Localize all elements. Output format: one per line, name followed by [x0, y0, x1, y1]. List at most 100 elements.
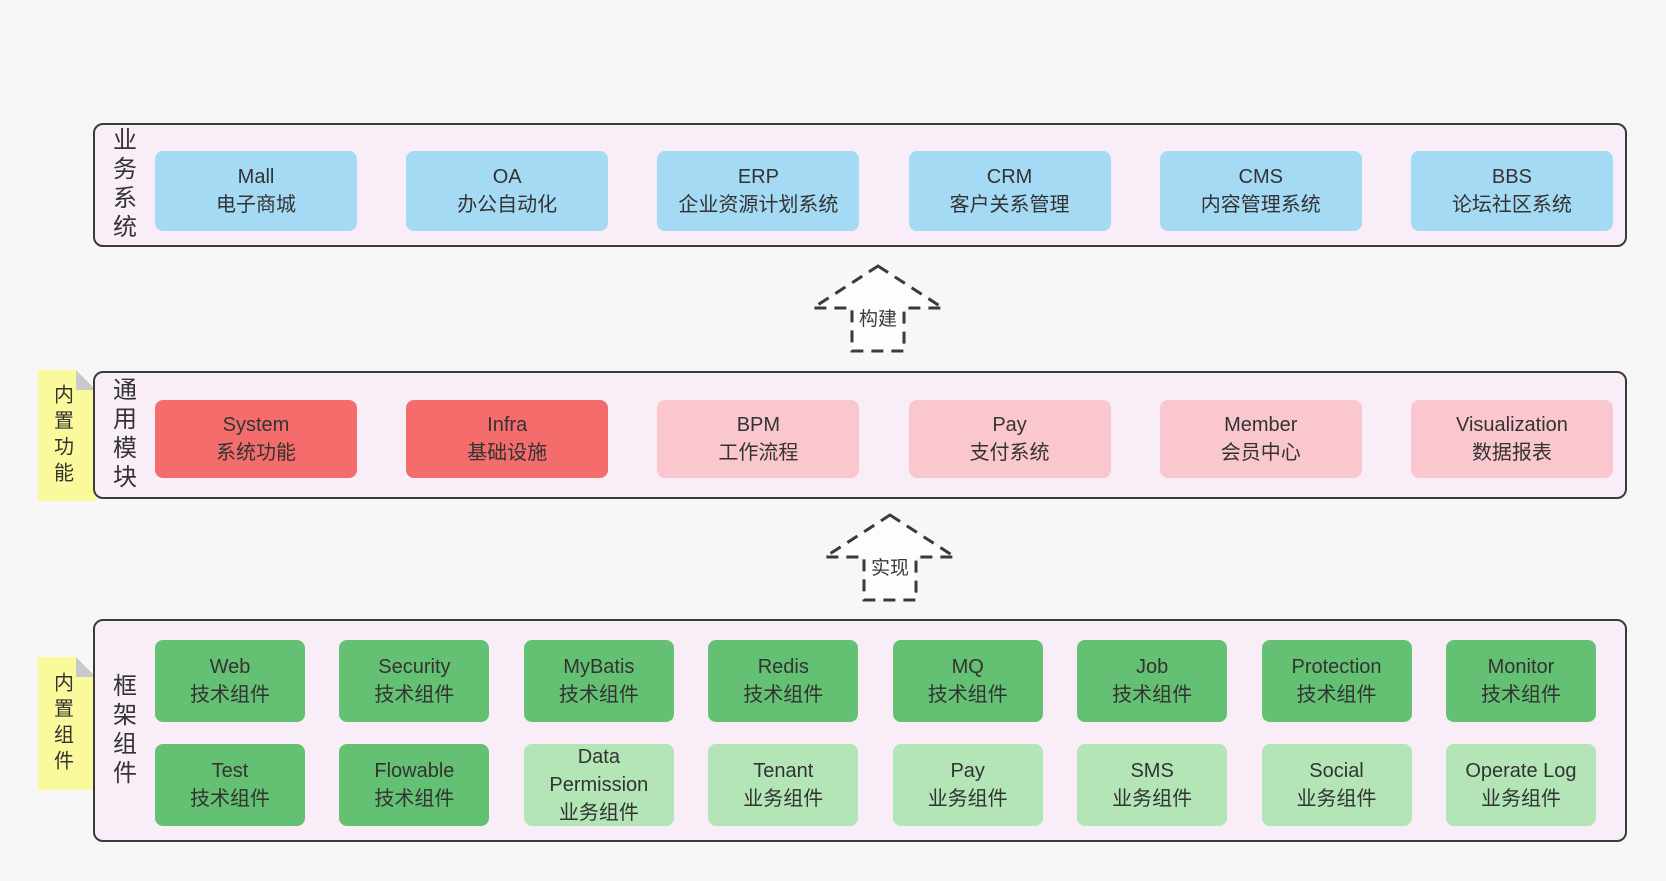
card-subtitle: 工作流程	[718, 442, 799, 464]
band-label-business-systems: 业务系统	[108, 127, 136, 243]
card-subtitle: 支付系统	[969, 442, 1050, 464]
framework-components-row-2: Test 技术组件 Flowable 技术组件 Data Permission 业务组件 T…	[155, 744, 1596, 826]
card-title: ERP	[737, 166, 779, 188]
card-subtitle: 基础设施	[467, 442, 548, 464]
card-subtitle: 技术组件	[1112, 684, 1193, 706]
card-subtitle: 内容管理系统	[1200, 194, 1321, 216]
card-title: OA	[492, 166, 522, 188]
component-card-flowable: Flowable 技术组件	[339, 744, 490, 826]
arrow-label-build: 构建	[855, 304, 901, 331]
component-card-system: System 系统功能	[155, 400, 357, 478]
component-card-member: Member 会员中心	[1159, 400, 1362, 478]
component-card-security: Security 技术组件	[339, 640, 490, 722]
band-label-common-modules: 通用模块	[108, 377, 136, 493]
card-subtitle: 技术组件	[927, 684, 1008, 706]
card-subtitle: 企业资源计划系统	[678, 194, 839, 216]
card-subtitle: 技术组件	[190, 788, 270, 810]
card-title: Protection	[1291, 656, 1382, 678]
card-title: BBS	[1491, 166, 1532, 188]
card-subtitle: 业务组件	[1480, 788, 1561, 810]
card-title: Web	[209, 656, 251, 678]
card-title: Operate Log	[1465, 760, 1577, 782]
component-card-web: Web 技术组件	[155, 640, 305, 722]
card-title: Pay	[950, 760, 985, 782]
card-subtitle: 电子商城	[216, 194, 296, 216]
band-common-modules: 通用模块 System 系统功能 Infra 基础设施 BPM 工作流程 Pay 支付系统 Me…	[93, 371, 1627, 499]
component-card-bpm: BPM 工作流程	[657, 400, 860, 478]
component-card-data-permission: Data Permission 业务组件	[523, 744, 674, 826]
component-card-erp: ERP 企业资源计划系统	[657, 151, 860, 231]
card-subtitle: 技术组件	[1296, 684, 1377, 706]
card-title: MyBatis	[563, 656, 635, 678]
card-title: CMS	[1238, 166, 1283, 188]
card-title: BPM	[736, 414, 781, 436]
component-card-job: Job 技术组件	[1077, 640, 1228, 722]
arrow-build: 构建	[810, 263, 946, 355]
sticky-note-built-in-features: 内置功能	[38, 370, 96, 501]
component-card-sms: SMS 业务组件	[1077, 744, 1228, 826]
card-subtitle: 办公自动化	[457, 194, 558, 216]
band-label-framework-components: 框架组件	[108, 672, 136, 789]
card-subtitle: 数据报表	[1471, 442, 1552, 464]
component-card-pay: Pay 支付系统	[908, 400, 1111, 478]
card-title: MQ	[951, 656, 984, 678]
card-title: Job	[1135, 656, 1169, 678]
card-title: Test	[211, 760, 249, 782]
component-card-infra: Infra 基础设施	[406, 400, 609, 478]
card-title: Infra	[487, 414, 528, 436]
common-modules-row: System 系统功能 Infra 基础设施 BPM 工作流程 Pay 支付系统 Member 会…	[155, 400, 1613, 478]
card-title: Flowable	[374, 760, 455, 782]
card-title: Redis	[757, 656, 809, 678]
card-subtitle: 客户关系管理	[949, 194, 1070, 216]
sticky-note-text: 内置功能	[50, 383, 73, 488]
card-subtitle: 会员中心	[1220, 442, 1301, 464]
card-subtitle: 论坛社区系统	[1451, 194, 1572, 216]
card-title: Data Permission	[549, 746, 649, 796]
card-subtitle: 系统功能	[216, 442, 296, 464]
card-subtitle: 技术组件	[558, 684, 639, 706]
component-card-protection: Protection 技术组件	[1261, 640, 1412, 722]
sticky-note-built-in-components: 内置组件	[38, 657, 96, 790]
card-title: System	[222, 414, 290, 436]
component-card-mybatis: MyBatis 技术组件	[523, 640, 674, 722]
sticky-note-text: 内置组件	[50, 671, 73, 776]
component-card-monitor: Monitor 技术组件	[1445, 640, 1596, 722]
component-card-oa: OA 办公自动化	[406, 151, 609, 231]
card-title: Member	[1224, 414, 1298, 436]
arrow-implement: 实现	[822, 512, 958, 604]
card-title: Social	[1309, 760, 1364, 782]
card-title: CRM	[986, 166, 1033, 188]
card-subtitle: 技术组件	[374, 684, 455, 706]
component-card-redis: Redis 技术组件	[708, 640, 859, 722]
card-subtitle: 技术组件	[743, 684, 824, 706]
card-subtitle: 业务组件	[927, 788, 1008, 810]
card-title: SMS	[1130, 760, 1174, 782]
component-card-bbs: BBS 论坛社区系统	[1410, 151, 1613, 231]
card-title: Monitor	[1487, 656, 1555, 678]
card-title: Security	[378, 656, 451, 678]
card-subtitle: 业务组件	[1296, 788, 1377, 810]
component-card-mq: MQ 技术组件	[892, 640, 1043, 722]
card-subtitle: 业务组件	[1112, 788, 1193, 810]
card-title: Visualization	[1455, 414, 1568, 436]
component-card-pay: Pay 业务组件	[892, 744, 1043, 826]
component-card-operate-log: Operate Log 业务组件	[1445, 744, 1596, 826]
card-title: Tenant	[753, 760, 814, 782]
component-card-visualization: Visualization 数据报表	[1410, 400, 1613, 478]
component-card-test: Test 技术组件	[155, 744, 305, 826]
card-subtitle: 业务组件	[558, 802, 639, 824]
card-subtitle: 技术组件	[190, 684, 270, 706]
card-title: Pay	[992, 414, 1027, 436]
card-subtitle: 技术组件	[374, 788, 455, 810]
component-card-social: Social 业务组件	[1261, 744, 1412, 826]
component-card-cms: CMS 内容管理系统	[1159, 151, 1362, 231]
card-subtitle: 技术组件	[1480, 684, 1561, 706]
arrow-label-implement: 实现	[867, 553, 913, 580]
